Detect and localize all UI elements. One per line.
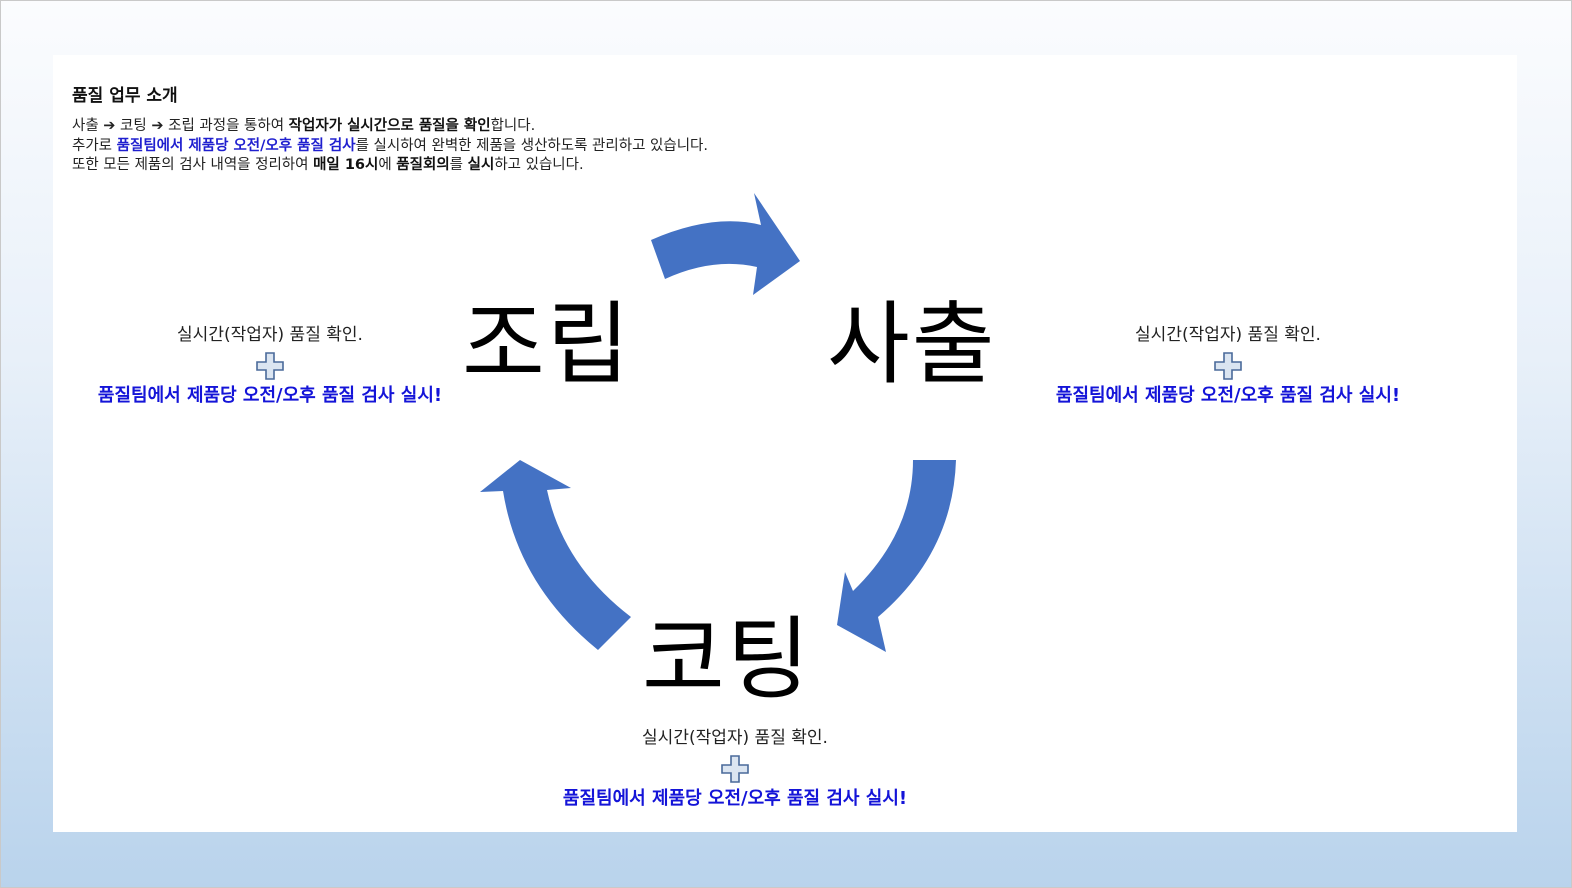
intro-text-segment: 또한 모든 제품의 검사 내역을 정리하여 [72, 157, 314, 173]
note-emphasis-text: 품질팀에서 제품당 오전/오후 품질 검사 실시! [562, 788, 908, 809]
slide-title: 품질 업무 소개 [72, 86, 178, 106]
intro-bold-segment: 매일 16시 [313, 157, 379, 173]
cycle-arrow-icon[interactable] [837, 460, 956, 652]
intro-line-1: 사출 ➔ 코팅 ➔ 조립 과정을 통하여 작업자가 실시간으로 품질을 확인합니… [72, 117, 708, 137]
intro-text-segment: 하고 있습니다. [494, 157, 584, 173]
intro-line-3: 또한 모든 제품의 검사 내역을 정리하여 매일 16시에 품질회의를 실시하고… [72, 156, 708, 176]
intro-text-segment: 를 [449, 157, 468, 173]
intro-text-segment: 에 [378, 157, 397, 173]
intro-blue-segment: 품질팀에서 제품당 오전/오후 품질 검사 [116, 137, 356, 154]
intro-text-segment: 를 실시하여 완벽한 제품을 생산하도록 관리하고 있습니다. [355, 137, 708, 154]
intro-line-2: 추가로 품질팀에서 제품당 오전/오후 품질 검사를 실시하여 완벽한 제품을 … [72, 137, 708, 157]
note-coating: 실시간(작업자) 품질 확인. 품질팀에서 제품당 오전/오후 품질 검사 실시… [515, 726, 955, 812]
intro-bold-segment: 실시 [467, 157, 495, 173]
cycle-arrow-icon[interactable] [480, 460, 631, 650]
note-emphasis-text: 품질팀에서 제품당 오전/오후 품질 검사 실시! [97, 385, 443, 406]
stage-label-coating: 코팅 [642, 607, 812, 712]
slide-canvas[interactable]: 품질 업무 소개 사출 ➔ 코팅 ➔ 조립 과정을 통하여 작업자가 실시간으로… [53, 55, 1517, 832]
plus-icon [721, 755, 749, 783]
stage-label-injection: 사출 [827, 292, 997, 397]
intro-bold-segment: 품질회의 [396, 157, 450, 173]
arrow-right-icon: ➔ [103, 118, 116, 134]
intro-text: 사출 ➔ 코팅 ➔ 조립 과정을 통하여 작업자가 실시간으로 품질을 확인합니… [72, 117, 708, 176]
note-assembly: 실시간(작업자) 품질 확인. 품질팀에서 제품당 오전/오후 품질 검사 실시… [50, 323, 490, 409]
cycle-arrows-diagram [480, 193, 956, 652]
note-sub-text: 실시간(작업자) 품질 확인. [1135, 325, 1321, 345]
intro-bold-segment: 작업자가 실시간으로 품질을 확인 [288, 118, 491, 134]
plus-icon [256, 352, 284, 380]
plus-icon [1214, 352, 1242, 380]
intro-text-segment: 추가로 [72, 137, 117, 154]
intro-text-segment: 조립 과정을 통하여 [163, 118, 289, 134]
stage-label-assembly: 조립 [462, 292, 632, 397]
intro-text-segment: 코팅 [115, 118, 152, 134]
cycle-arrow-icon[interactable] [651, 193, 800, 295]
intro-text-segment: 사출 [72, 118, 104, 134]
intro-text-segment: 합니다. [490, 118, 536, 134]
note-injection: 실시간(작업자) 품질 확인. 품질팀에서 제품당 오전/오후 품질 검사 실시… [1008, 323, 1448, 409]
note-sub-text: 실시간(작업자) 품질 확인. [642, 728, 828, 748]
arrow-right-icon: ➔ [151, 118, 164, 134]
note-emphasis-text: 품질팀에서 제품당 오전/오후 품질 검사 실시! [1055, 385, 1401, 406]
note-sub-text: 실시간(작업자) 품질 확인. [177, 325, 363, 345]
